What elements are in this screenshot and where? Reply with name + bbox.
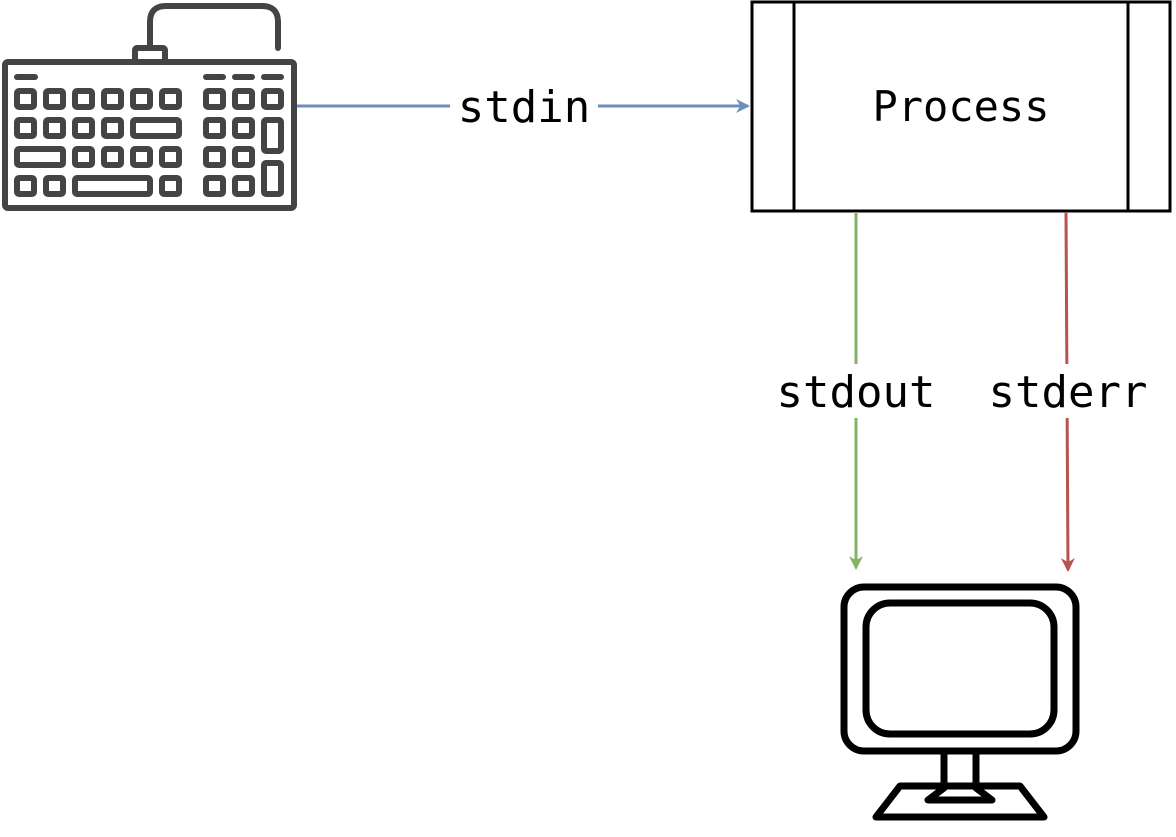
stdin-label: stdin	[458, 82, 590, 133]
stderr-label: stderr	[989, 367, 1148, 418]
process-node: Process	[750, 0, 1172, 213]
keyboard-icon	[2, 3, 297, 211]
stdout-edge: stdout	[772, 212, 940, 571]
stderr-edge: stderr	[982, 211, 1156, 573]
monitor-icon	[840, 583, 1080, 821]
process-label: Process	[872, 82, 1049, 131]
stdout-label: stdout	[777, 367, 936, 418]
stdin-edge: stdin	[297, 80, 751, 133]
